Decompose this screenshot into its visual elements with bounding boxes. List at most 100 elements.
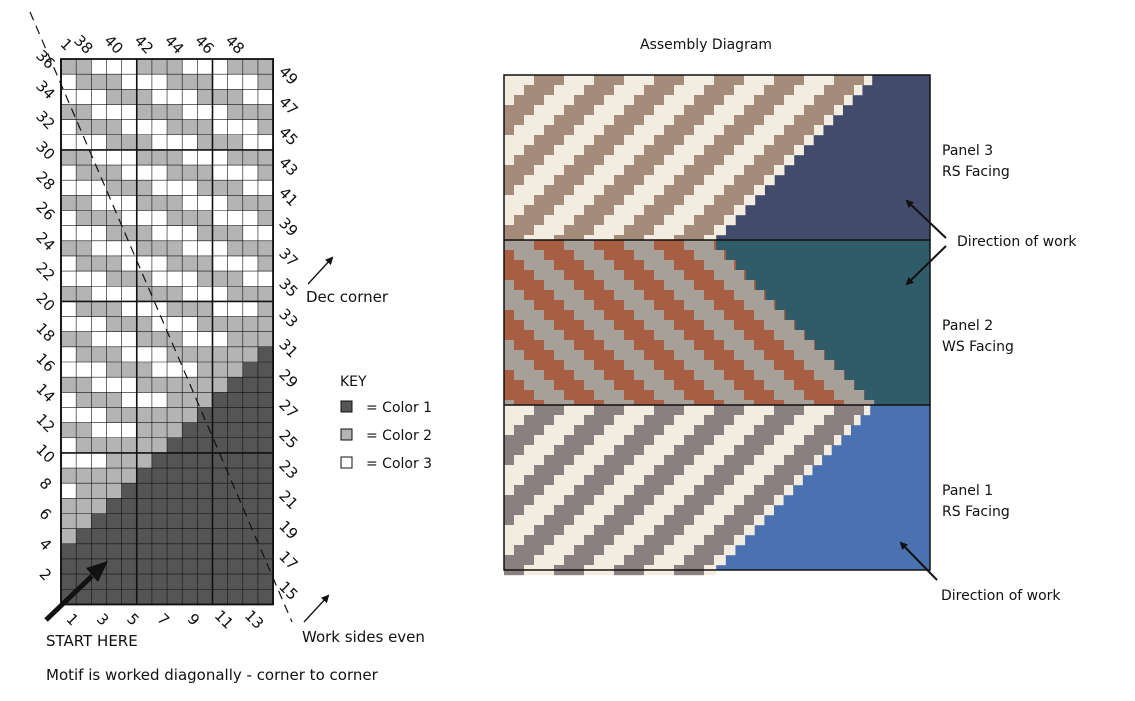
panel-stripe-cell bbox=[564, 165, 575, 176]
chart-cell bbox=[197, 316, 213, 332]
panel-stripe-cell bbox=[634, 465, 645, 476]
panel-stripe-cell bbox=[554, 280, 565, 291]
chart-cell bbox=[91, 589, 107, 605]
chart-cell bbox=[121, 134, 138, 151]
chart-cell bbox=[61, 225, 77, 242]
chart-cell bbox=[136, 255, 153, 272]
panel-stripe-cell bbox=[734, 445, 745, 456]
panel-stripe-cell bbox=[544, 555, 555, 566]
panel-stripe-cell bbox=[654, 425, 665, 436]
panel-stripe-cell bbox=[634, 165, 645, 176]
panel-stripe-cell bbox=[644, 525, 655, 536]
panel-stripe-cell bbox=[804, 370, 815, 381]
panel-stripe-cell bbox=[554, 290, 565, 301]
chart-cell bbox=[151, 377, 168, 393]
panel-stripe-cell bbox=[524, 165, 535, 176]
panel-stripe-cell bbox=[564, 525, 575, 536]
chart-cell bbox=[121, 316, 138, 332]
panel-stripe-cell bbox=[514, 175, 525, 186]
panel-stripe-cell bbox=[574, 125, 585, 136]
chart-cell bbox=[106, 331, 122, 348]
chart-cell bbox=[212, 240, 228, 257]
chart-cell bbox=[227, 301, 244, 317]
panel-stripe-cell bbox=[624, 350, 635, 361]
panel-stripe-cell bbox=[614, 380, 625, 391]
panel-stripe-cell bbox=[744, 525, 755, 536]
chart-cell bbox=[151, 513, 168, 529]
panel-stripe-cell bbox=[664, 215, 675, 226]
panel-stripe-cell bbox=[654, 155, 665, 166]
panel-stripe-cell bbox=[534, 215, 545, 226]
panel-stripe-cell bbox=[544, 495, 555, 506]
key-label-color-3: = Color 3 bbox=[366, 456, 432, 472]
chart-cell bbox=[136, 528, 153, 545]
panel-stripe-cell bbox=[734, 505, 745, 516]
panel-stripe-cell bbox=[704, 370, 715, 381]
panel-stripe-cell bbox=[554, 390, 565, 401]
chart-cell bbox=[76, 543, 92, 560]
panel-stripe-cell bbox=[594, 515, 605, 526]
panel-stripe-cell bbox=[644, 505, 655, 516]
panel-stripe-cell bbox=[614, 485, 625, 496]
chart-cell bbox=[197, 180, 213, 196]
chart-cell bbox=[76, 59, 92, 75]
chart-cell bbox=[76, 498, 92, 514]
panel-stripe-cell bbox=[594, 205, 605, 216]
panel-stripe-cell bbox=[564, 225, 575, 236]
panel-stripe-cell bbox=[514, 75, 525, 86]
panel-stripe-cell bbox=[594, 425, 605, 436]
panel-stripe-cell bbox=[514, 215, 525, 226]
panel-stripe-cell bbox=[664, 360, 675, 371]
chart-cell bbox=[242, 286, 259, 302]
panel-stripe-cell bbox=[704, 425, 715, 436]
panel-stripe-cell bbox=[594, 260, 605, 271]
panel-stripe-cell bbox=[724, 415, 735, 426]
chart-cell bbox=[197, 589, 213, 605]
panel-stripe-cell bbox=[724, 75, 735, 86]
panel-stripe-cell bbox=[514, 155, 525, 166]
panel-stripe-cell bbox=[594, 115, 605, 126]
chart-cell bbox=[106, 346, 122, 363]
chart-cell bbox=[242, 483, 259, 499]
panel-stripe-cell bbox=[774, 175, 775, 186]
panel-stripe-cell bbox=[674, 300, 685, 311]
chart-number-label: 48 bbox=[222, 32, 248, 58]
chart-cell bbox=[242, 59, 259, 75]
panel-stripe-cell bbox=[534, 175, 545, 186]
chart-cell bbox=[121, 437, 138, 454]
panel-stripe-cell bbox=[744, 165, 755, 176]
chart-cell bbox=[212, 180, 228, 196]
chart-cell bbox=[227, 331, 244, 348]
panel-stripe-cell bbox=[574, 405, 585, 416]
panel-stripe-cell bbox=[604, 185, 615, 196]
panel-stripe-cell bbox=[714, 505, 725, 516]
panel-stripe-cell bbox=[634, 475, 645, 486]
chart-number-label: 7 bbox=[154, 610, 173, 629]
panel-stripe-cell bbox=[744, 485, 755, 496]
chart-cell bbox=[76, 180, 92, 196]
panel-stripe-cell bbox=[534, 435, 545, 446]
panel-stripe-cell bbox=[764, 415, 775, 426]
panel-stripe-cell bbox=[604, 495, 615, 506]
panel-stripe-cell bbox=[664, 485, 675, 496]
panel-stripe-cell bbox=[714, 495, 725, 506]
panel-stripe-cell bbox=[684, 85, 695, 96]
chart-cell bbox=[242, 377, 259, 393]
panel-stripe-cell bbox=[694, 405, 705, 416]
panel-stripe-cell bbox=[574, 505, 585, 516]
panel-stripe-cell bbox=[784, 405, 795, 416]
panel-stripe-cell bbox=[654, 310, 665, 321]
panel-stripe-cell bbox=[534, 465, 545, 476]
panel-stripe-cell bbox=[724, 485, 735, 496]
panel-stripe-cell bbox=[734, 545, 736, 556]
chart-cell bbox=[121, 346, 138, 363]
panel-stripe-cell bbox=[774, 310, 785, 321]
panel-stripe-cell bbox=[614, 165, 625, 176]
panel-stripe-cell bbox=[634, 260, 645, 271]
panel-stripe-cell bbox=[744, 475, 755, 486]
chart-cell bbox=[197, 195, 213, 211]
panel-stripe-cell bbox=[674, 475, 685, 486]
panel-stripe-cell bbox=[654, 330, 665, 341]
chart-cell bbox=[227, 468, 244, 484]
panel-stripe-cell bbox=[564, 240, 575, 251]
